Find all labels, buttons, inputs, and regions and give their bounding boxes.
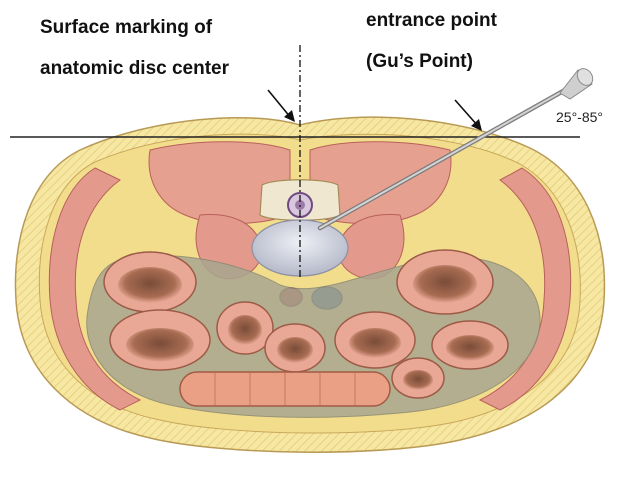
entrance-point-label-line1: entrance point: [366, 10, 497, 32]
surface-marking-label-line1: Surface marking of: [40, 17, 212, 39]
entrance-point-label-line2: (Gu’s Point): [366, 51, 473, 73]
surface-marking-label-line2: anatomic disc center: [40, 58, 229, 80]
transverse-colon: [180, 372, 390, 406]
arrow-icon: [268, 90, 295, 122]
angle-range-label: 25°-85°: [556, 109, 603, 125]
